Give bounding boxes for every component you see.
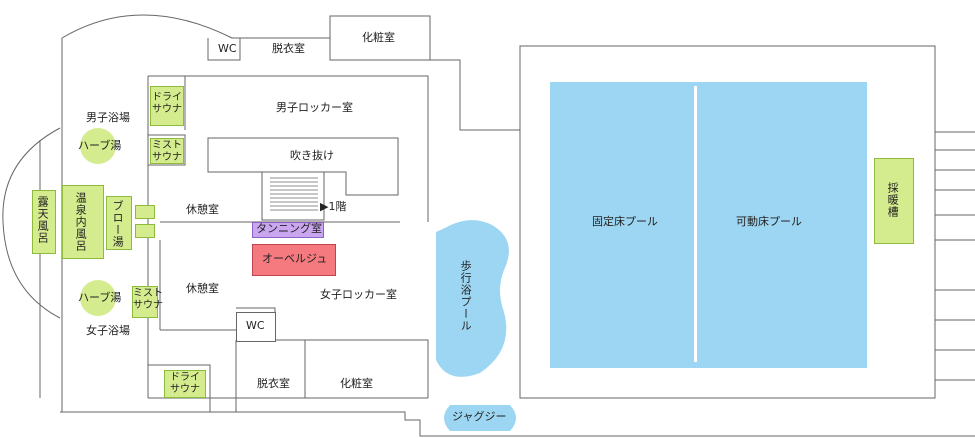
auberge [252, 244, 336, 276]
lounge-top-label: 休憩室 [186, 203, 219, 216]
outdoor-bath [32, 190, 56, 254]
wc-bottom [236, 312, 276, 342]
atrium-wall [207, 137, 399, 196]
outer-wall-bottom [60, 411, 975, 437]
pool-divider [694, 86, 697, 362]
bath-step-b [135, 224, 155, 238]
indoor-hot-spring-label: 温泉内風呂 [74, 192, 88, 252]
blow-bath [106, 196, 132, 250]
movable-floor-pool-label: 可動床プール [736, 215, 802, 228]
wc-top-wall [207, 38, 241, 61]
heating-tank-label: 採暖槽 [886, 182, 900, 218]
dry-sauna-bottom [164, 370, 206, 398]
blow-bath-label: ブロー湯 [111, 200, 125, 248]
jacuzzi-label: ジャグジー [452, 410, 507, 423]
herb-bath-top-label: ハーブ湯 [78, 139, 122, 152]
mist-sauna-top [150, 138, 184, 164]
east-steps [935, 149, 975, 381]
pool-hall-wall [519, 45, 936, 399]
wc-bottom-label: WC [246, 319, 265, 332]
dressing-top-wall [329, 38, 430, 61]
bath-bay-wall [2, 127, 61, 319]
fixed-floor-pool-label: 固定床プール [592, 215, 658, 228]
walking-pool-label: 歩行浴プール [459, 260, 473, 332]
stairs-label: ▶1階 [320, 200, 347, 213]
wc-top-label: WC [218, 42, 237, 55]
bath-step-a [135, 205, 155, 219]
men-locker-wall [160, 75, 429, 222]
men-locker-label: 男子ロッカー室 [276, 101, 353, 114]
dry-sauna-top [150, 86, 184, 126]
dry-sauna-top-label: ドライ サウナ [152, 92, 182, 115]
outer-wall [61, 14, 975, 133]
herb-bath-bottom-shape [80, 280, 116, 316]
mist-sauna-bottom [132, 286, 158, 318]
heating-tank [874, 158, 914, 244]
mens-bath-label: 男子浴場 [86, 111, 130, 124]
atrium-label: 吹き抜け [290, 149, 334, 162]
mist-sauna-bottom-label: ミスト サウナ [133, 288, 163, 311]
dressing-bottom-label: 脱衣室 [257, 377, 290, 390]
pool-area [550, 82, 867, 368]
walking-pool-shape [436, 220, 509, 377]
womens-bath-label: 女子浴場 [86, 324, 130, 337]
stair-well [261, 171, 325, 221]
powder-bottom-label: 化粧室 [340, 377, 373, 390]
outdoor-bath-label: 露天風呂 [36, 196, 50, 244]
jacuzzi-shape [444, 405, 516, 431]
herb-bath-top-shape [80, 128, 116, 164]
indoor-hot-spring [62, 185, 104, 259]
powder-top-label: 化粧室 [362, 31, 395, 44]
lounge-bottom-label: 休憩室 [186, 282, 219, 295]
women-locker-label: 女子ロッカー室 [320, 288, 397, 301]
tanning-label: タンニング室 [256, 222, 322, 235]
mist-sauna-top-label: ミスト サウナ [152, 140, 182, 163]
dressing-top-label: 脱衣室 [272, 42, 305, 55]
auberge-label: オーベルジュ [262, 252, 328, 265]
herb-bath-bottom-label: ハーブ湯 [78, 291, 122, 304]
tanning-room [252, 222, 324, 238]
dry-sauna-bottom-label: ドライ サウナ [170, 372, 200, 395]
